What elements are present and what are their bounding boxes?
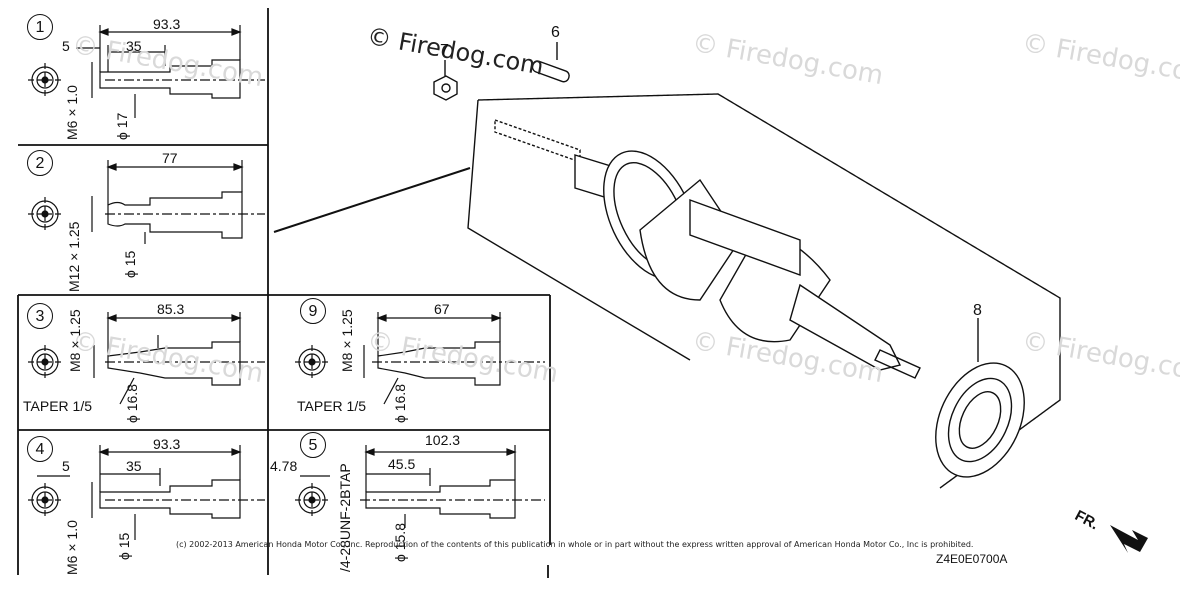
dim-offset: 4.78 xyxy=(270,458,298,474)
callout-5: 5 xyxy=(300,432,326,458)
dim-thread-length: 45.5 xyxy=(388,456,416,472)
callout-9: 9 xyxy=(300,298,326,324)
dim-thread-size: M6 × 1.0 xyxy=(64,520,80,575)
dim-overall-length: 77 xyxy=(162,150,178,166)
crankshaft-assembly xyxy=(433,42,1061,489)
dim-offset: 5 xyxy=(62,458,70,474)
dim-diameter: ϕ 16.8 xyxy=(392,384,408,423)
dim-diameter: ϕ 15 xyxy=(122,250,138,278)
shaft-end-3 xyxy=(28,312,265,405)
copyright-notice: (c) 2002-2013 American Honda Motor Co., … xyxy=(176,540,974,549)
diagram-code: Z4E0E0700A xyxy=(936,552,1008,566)
shaft-end-9 xyxy=(295,312,545,405)
shaft-end-4 xyxy=(28,445,265,540)
taper-label: TAPER 1/5 xyxy=(23,398,92,414)
front-arrow-icon xyxy=(1110,525,1148,553)
dim-overall-length: 93.3 xyxy=(153,16,181,32)
dim-overall-length: 67 xyxy=(434,301,450,317)
dim-diameter: ϕ 15 xyxy=(116,532,132,560)
callout-3: 3 xyxy=(27,303,53,329)
dim-thread-length: 35 xyxy=(126,458,142,474)
dim-overall-length: 102.3 xyxy=(425,432,461,448)
dim-diameter: ϕ 17 xyxy=(114,112,130,140)
callout-2: 2 xyxy=(27,150,53,176)
dim-diameter: ϕ 16.8 xyxy=(124,384,140,423)
dim-overall-length: 85.3 xyxy=(157,301,185,317)
dim-thread-size: M12 × 1.25 xyxy=(66,221,82,292)
dim-overall-length: 93.3 xyxy=(153,436,181,452)
part-number-6: 6 xyxy=(551,24,560,41)
shaft-end-5 xyxy=(295,445,545,528)
dim-thread-size: M8 × 1.25 xyxy=(67,309,83,372)
shaft-end-2 xyxy=(28,160,265,244)
dim-thread-size: /4-28UNF-2BTAP xyxy=(337,463,353,572)
dim-thread-size: M8 × 1.25 xyxy=(339,309,355,372)
callout-4: 4 xyxy=(27,436,53,462)
dim-thread-size: M6 × 1.0 xyxy=(64,85,80,140)
taper-label: TAPER 1/5 xyxy=(297,398,366,414)
shaft-end-1 xyxy=(28,25,265,118)
dim-offset: 5 xyxy=(62,38,70,54)
callout-1: 1 xyxy=(27,14,53,40)
part-number-7: 7 xyxy=(440,42,449,59)
dim-thread-length: 35 xyxy=(126,38,142,54)
part-number-8: 8 xyxy=(973,302,982,319)
